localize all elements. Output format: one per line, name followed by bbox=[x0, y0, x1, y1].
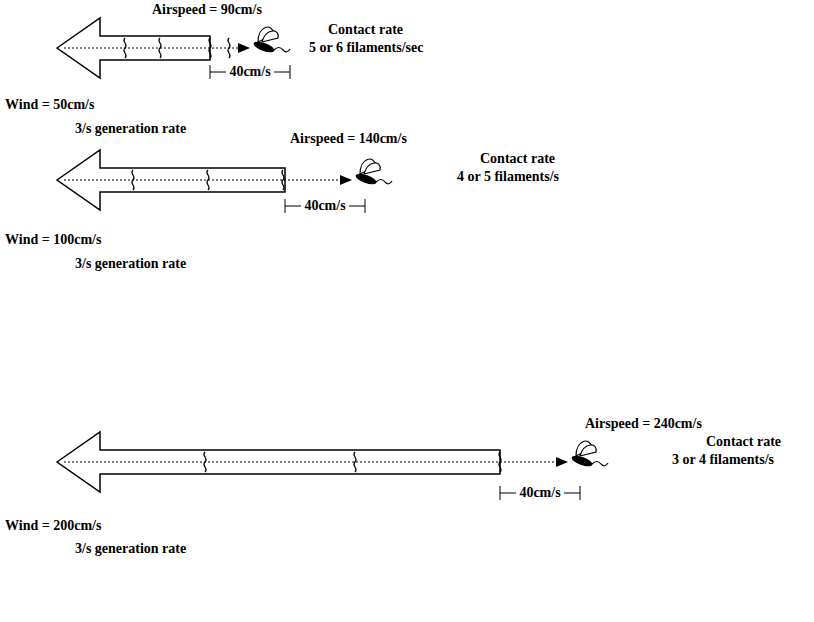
moth-icon bbox=[570, 441, 608, 468]
distance-bracket bbox=[285, 199, 365, 213]
generation-rate-label: 3/s generation rate bbox=[75, 256, 186, 272]
contact-rate-value: 3 or 4 filaments/s bbox=[672, 452, 774, 468]
wind-arrow bbox=[57, 150, 285, 210]
odor-filaments bbox=[132, 170, 284, 190]
wind-speed-label: Wind = 100cm/s bbox=[5, 232, 101, 248]
distance-label: 40cm/s bbox=[516, 485, 563, 501]
odor-filaments bbox=[124, 38, 230, 58]
contact-rate-value: 5 or 6 filaments/sec bbox=[309, 40, 423, 56]
airspeed-label: Airspeed = 90cm/s bbox=[152, 2, 262, 18]
distance-bracket bbox=[500, 486, 580, 500]
contact-rate-label: Contact rate bbox=[706, 434, 781, 450]
moth-icon bbox=[354, 159, 392, 186]
contact-rate-label: Contact rate bbox=[328, 22, 403, 38]
flight-path bbox=[64, 48, 240, 49]
distance-bracket bbox=[210, 65, 290, 79]
distance-label: 40cm/s bbox=[301, 198, 348, 214]
heading-arrowhead bbox=[238, 43, 250, 53]
flight-path bbox=[64, 180, 340, 181]
generation-rate-label: 3/s generation rate bbox=[75, 541, 186, 557]
contact-rate-label: Contact rate bbox=[480, 151, 555, 167]
moth-icon bbox=[252, 27, 290, 54]
odor-filaments bbox=[204, 452, 501, 472]
wind-arrow-panel bbox=[57, 150, 392, 213]
distance-label: 40cm/s bbox=[226, 64, 273, 80]
generation-rate-label: 3/s generation rate bbox=[75, 121, 186, 137]
wind-speed-label: Wind = 200cm/s bbox=[5, 518, 101, 534]
wind-speed-label: Wind = 50cm/s bbox=[5, 97, 94, 113]
wind-arrow-panel bbox=[57, 18, 290, 79]
airspeed-label: Airspeed = 240cm/s bbox=[585, 416, 702, 432]
heading-arrowhead bbox=[340, 175, 352, 185]
heading-arrowhead bbox=[556, 457, 568, 467]
flight-path bbox=[64, 462, 556, 463]
airspeed-label: Airspeed = 140cm/s bbox=[290, 131, 407, 147]
contact-rate-value: 4 or 5 filaments/s bbox=[457, 169, 559, 185]
wind-arrow-panel bbox=[57, 432, 608, 500]
